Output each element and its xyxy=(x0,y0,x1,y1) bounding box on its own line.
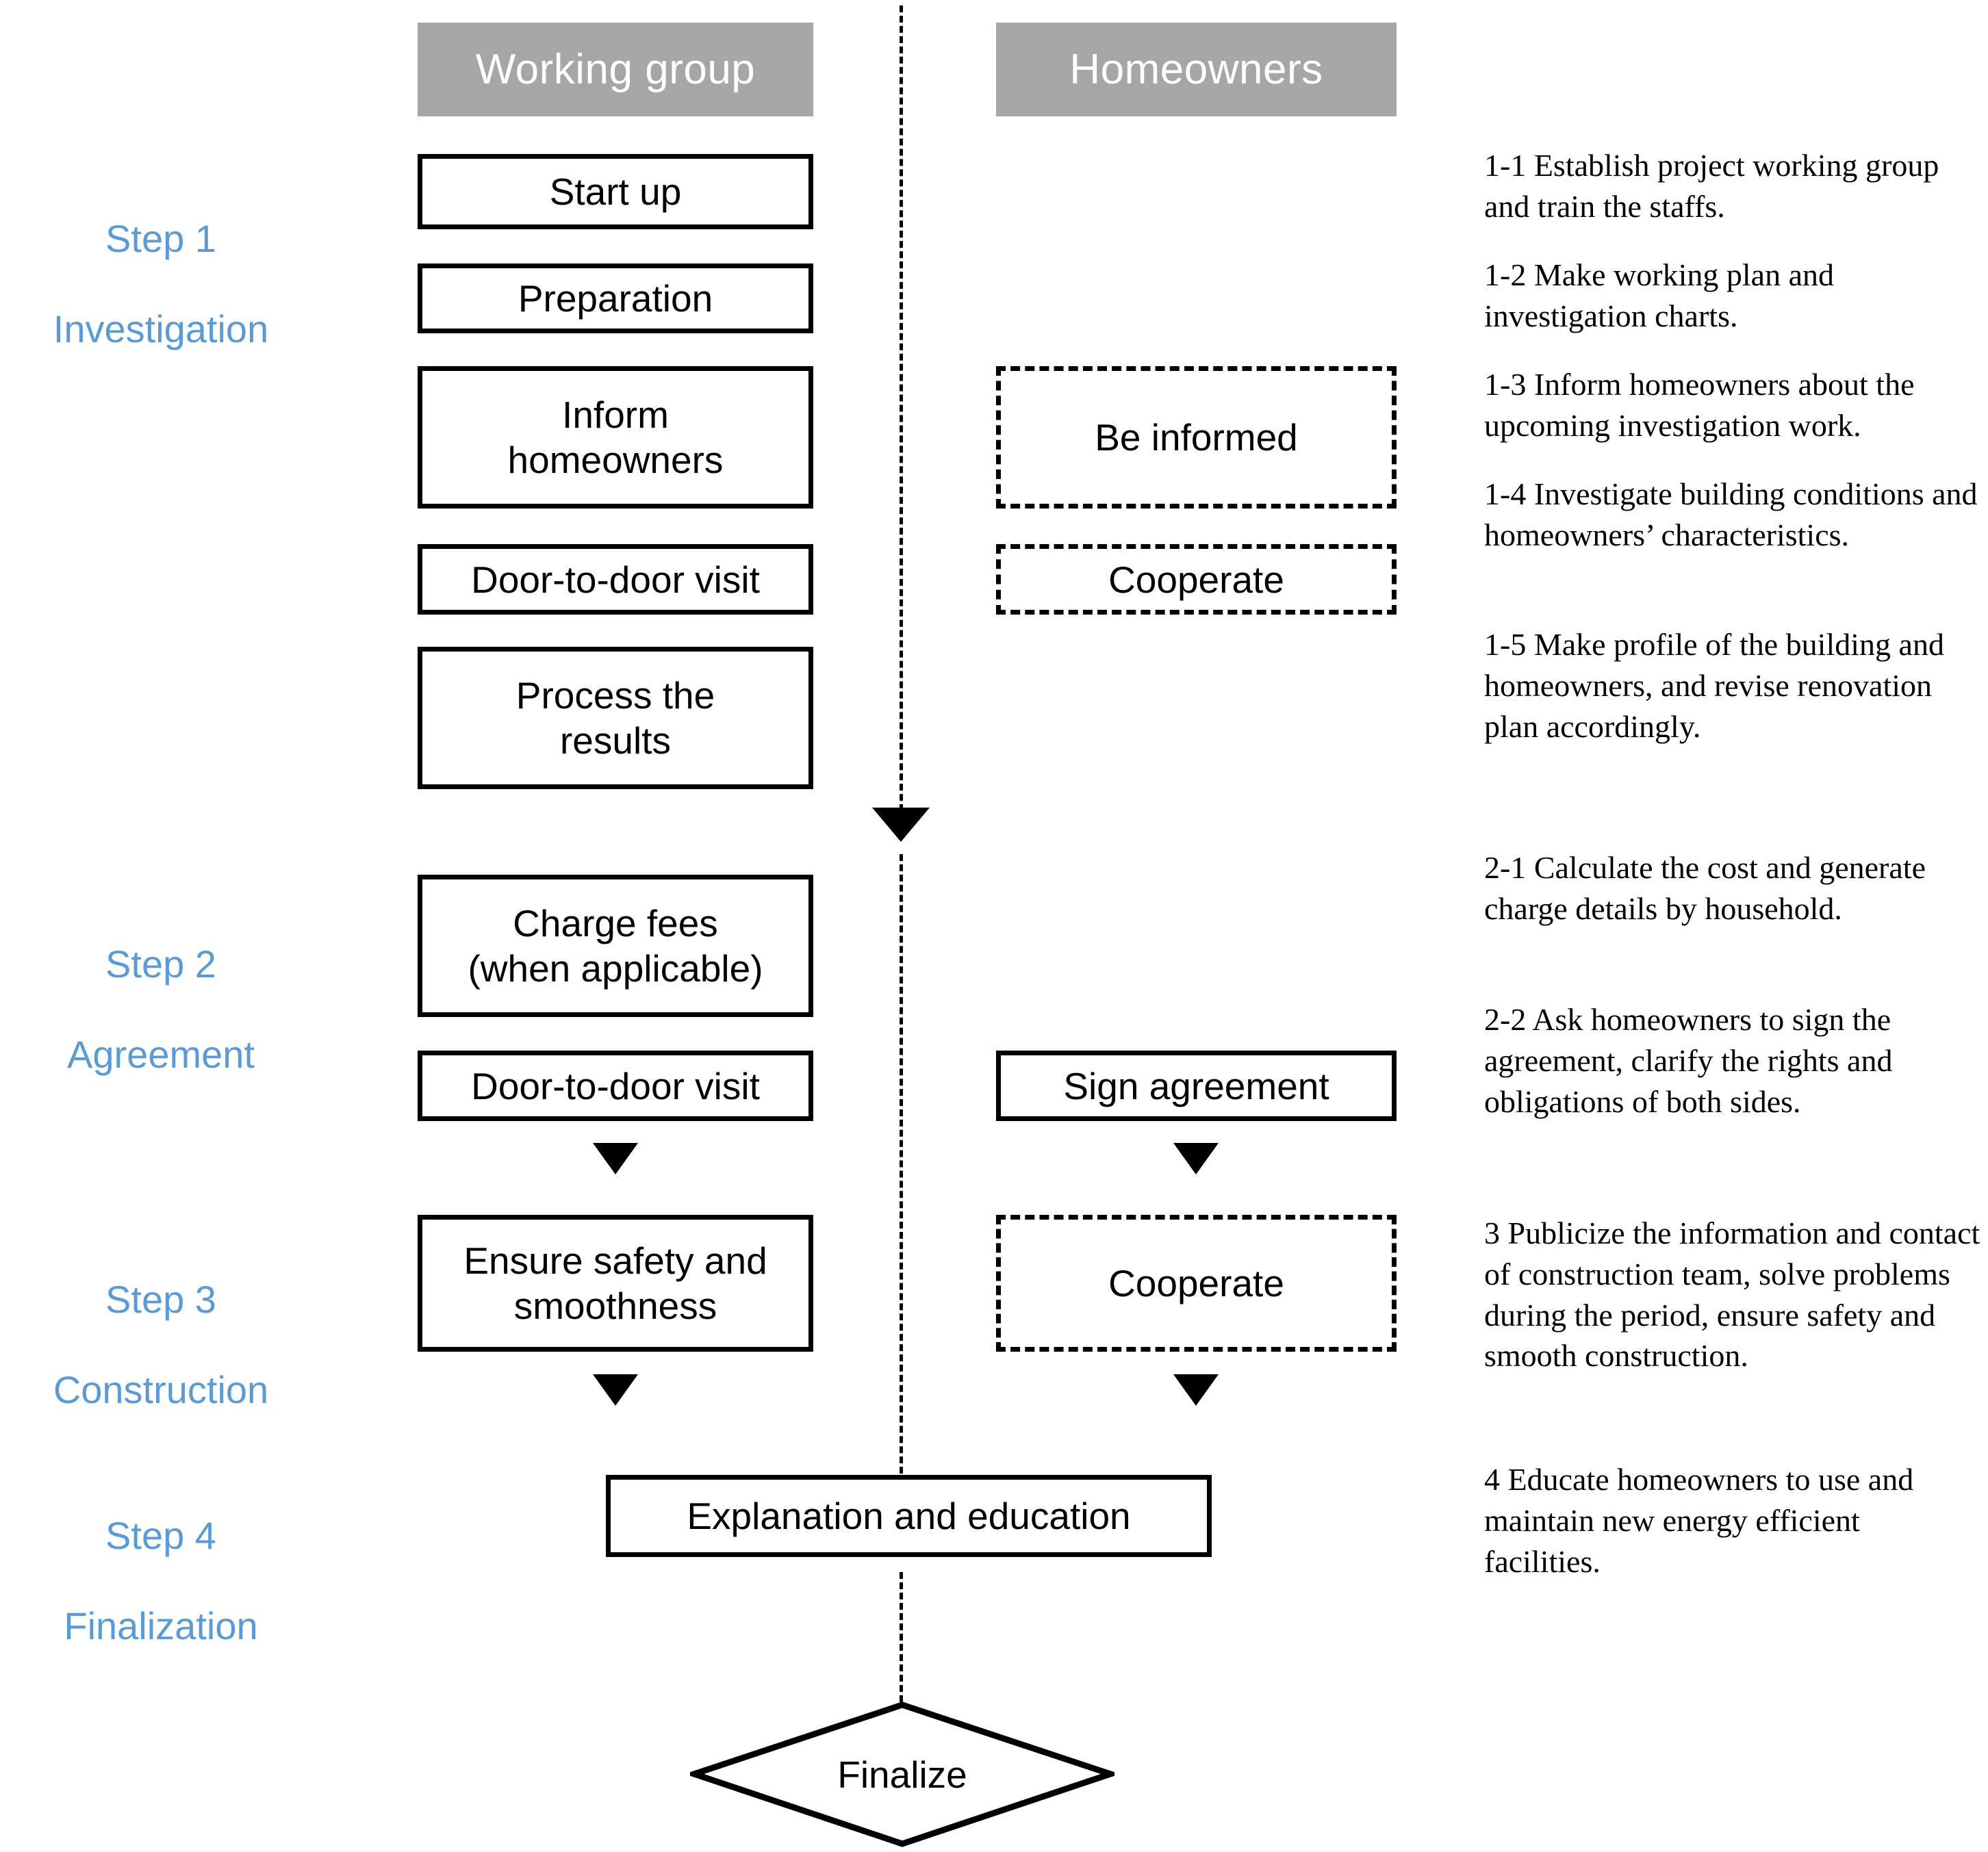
node-door-to-door-visit-2-label: Door-to-door visit xyxy=(471,1064,760,1107)
arrow-working-group-to-construction xyxy=(593,1143,638,1174)
note-3: 3 Publicize the information and contact … xyxy=(1484,1216,1980,1374)
arrow-homeowners-to-construction xyxy=(1173,1143,1219,1174)
lane-header-homeowners-label: Homeowners xyxy=(1069,46,1323,93)
node-finalize-label: Finalize xyxy=(837,1753,967,1796)
lane-header-working-group: Working group xyxy=(418,23,813,116)
node-be-informed-label: Be informed xyxy=(1095,416,1298,459)
lane-header-working-group-label: Working group xyxy=(475,46,756,93)
step-label-4: Step 4 Finalization xyxy=(27,1468,294,1649)
node-be-informed[interactable]: Be informed xyxy=(996,366,1397,509)
node-preparation[interactable]: Preparation xyxy=(418,263,813,333)
node-process-the-results-label: Process the results xyxy=(515,674,715,762)
node-charge-fees[interactable]: Charge fees (when applicable) xyxy=(418,875,813,1017)
arrow-homeowners-to-finalization xyxy=(1173,1374,1219,1406)
step-label-3-number: Step 3 xyxy=(105,1278,216,1322)
step-label-1-number: Step 1 xyxy=(105,217,216,261)
note-1-3: 1-3 Inform homeowners about the upcoming… xyxy=(1484,367,1915,443)
node-door-to-door-visit-2[interactable]: Door-to-door visit xyxy=(418,1051,813,1121)
node-explanation-and-education[interactable]: Explanation and education xyxy=(606,1475,1212,1557)
lifeline-segment-top xyxy=(900,5,903,821)
node-door-to-door-visit-1[interactable]: Door-to-door visit xyxy=(418,544,813,615)
node-inform-homeowners-label: Inform homeowners xyxy=(507,394,724,481)
step-label-3: Step 3 Construction xyxy=(27,1232,294,1413)
node-cooperate-2[interactable]: Cooperate xyxy=(996,1215,1397,1352)
lifeline-arrowhead xyxy=(872,808,930,842)
step-label-1-name: Investigation xyxy=(53,307,269,351)
node-ensure-safety[interactable]: Ensure safety and smoothness xyxy=(418,1215,813,1352)
step-label-4-name: Finalization xyxy=(64,1604,258,1648)
node-charge-fees-label: Charge fees (when applicable) xyxy=(468,902,763,990)
node-cooperate-1-label: Cooperate xyxy=(1108,558,1284,601)
step-label-4-number: Step 4 xyxy=(105,1514,216,1558)
node-process-the-results[interactable]: Process the results xyxy=(418,647,813,789)
node-finalize[interactable]: Finalize xyxy=(690,1701,1114,1848)
lifeline-segment-bottom xyxy=(900,1572,903,1702)
note-1-1: 1-1 Establish project working group and … xyxy=(1484,148,1939,224)
node-inform-homeowners[interactable]: Inform homeowners xyxy=(418,366,813,509)
note-4: 4 Educate homeowners to use and maintain… xyxy=(1484,1462,1914,1579)
diamond-shape xyxy=(690,1701,1114,1847)
node-cooperate-1[interactable]: Cooperate xyxy=(996,544,1397,615)
node-explanation-and-education-label: Explanation and education xyxy=(687,1495,1131,1537)
note-2-2: 2-2 Ask homeowners to sign the agreement… xyxy=(1484,1002,1893,1119)
arrow-working-group-to-finalization xyxy=(593,1374,638,1406)
step-label-1: Step 1 Investigation xyxy=(27,171,294,352)
node-sign-agreement-label: Sign agreement xyxy=(1063,1064,1329,1107)
step-label-2-name: Agreement xyxy=(67,1033,255,1077)
note-2-1: 2-1 Calculate the cost and generate char… xyxy=(1484,850,1926,926)
node-start-up[interactable]: Start up xyxy=(418,154,813,229)
lane-header-homeowners: Homeowners xyxy=(996,23,1397,116)
node-door-to-door-visit-1-label: Door-to-door visit xyxy=(471,558,760,601)
node-ensure-safety-label: Ensure safety and smoothness xyxy=(463,1239,767,1327)
step-label-3-name: Construction xyxy=(53,1368,269,1412)
node-start-up-label: Start up xyxy=(549,170,682,213)
lifeline-segment-middle xyxy=(900,854,903,1484)
node-sign-agreement[interactable]: Sign agreement xyxy=(996,1051,1397,1121)
note-1-2: 1-2 Make working plan and investigation … xyxy=(1484,257,1834,333)
note-1-4: 1-4 Investigate building conditions and … xyxy=(1484,476,1978,552)
node-preparation-label: Preparation xyxy=(518,277,713,320)
note-1-5: 1-5 Make profile of the building and hom… xyxy=(1484,627,1944,744)
step-label-2: Step 2 Agreement xyxy=(27,897,294,1077)
node-cooperate-2-label: Cooperate xyxy=(1108,1262,1284,1304)
step-label-2-number: Step 2 xyxy=(105,942,216,986)
